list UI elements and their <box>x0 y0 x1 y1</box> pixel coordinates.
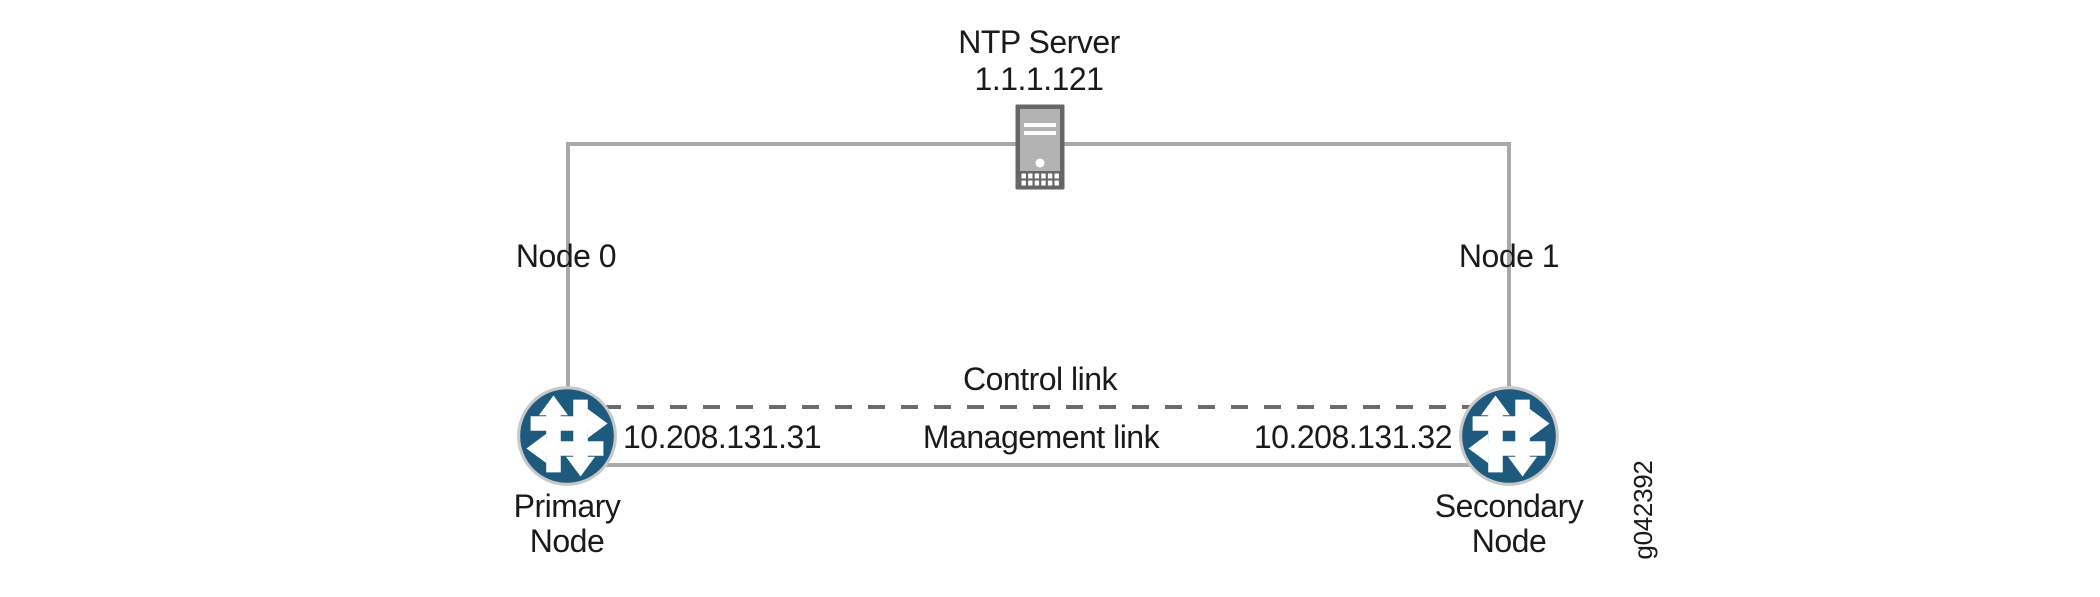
figure-id-label: g042392 <box>1628 460 1658 560</box>
primary-node-label-line1: Primary <box>513 488 621 524</box>
node1-uplink-line <box>1507 142 1511 388</box>
management-link-line <box>568 463 1509 467</box>
node0-ip-label: 10.208.131.31 <box>623 419 822 455</box>
router-icon-secondary <box>1457 384 1561 488</box>
node1-ip-label: 10.208.131.32 <box>1253 419 1453 455</box>
ntp-server-ip: 1.1.1.121 <box>974 61 1104 97</box>
secondary-node-label-line2: Node <box>1471 523 1547 559</box>
router-icon-primary <box>515 384 619 488</box>
ntp-server-icon <box>1015 104 1065 190</box>
management-link-label: Management link <box>922 419 1160 455</box>
node0-uplink-line <box>566 142 570 388</box>
ntp-server-label: NTP Server 1.1.1.121 <box>958 24 1120 98</box>
node0-label: Node 0 <box>515 238 617 274</box>
secondary-node-label-line1: Secondary <box>1434 488 1584 524</box>
control-link-label: Control link <box>962 361 1118 397</box>
control-link-line <box>571 405 1507 409</box>
node1-label: Node 1 <box>1458 238 1560 274</box>
ntp-server-name: NTP Server <box>958 24 1120 60</box>
primary-node-label: Primary Node <box>514 489 621 559</box>
primary-node-label-line2: Node <box>529 523 605 559</box>
secondary-node-label: Secondary Node <box>1434 488 1584 559</box>
